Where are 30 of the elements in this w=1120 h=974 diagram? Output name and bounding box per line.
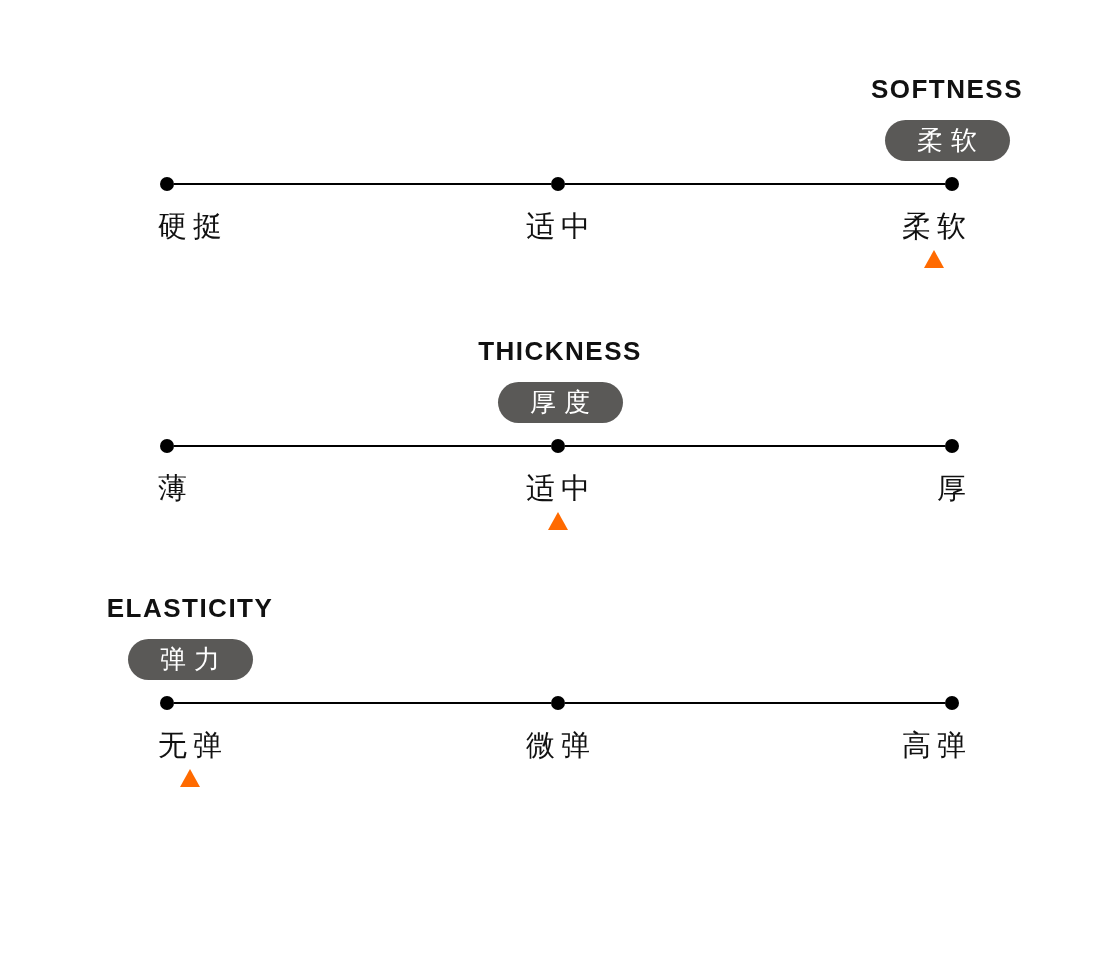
scale-label: 柔软 — [902, 210, 972, 242]
scale-label: 微弹 — [526, 729, 596, 761]
category-tag: 柔软 — [884, 120, 1010, 161]
connector-line — [564, 702, 946, 704]
scale-dot-icon — [945, 177, 959, 191]
scale-dot-icon — [160, 177, 174, 191]
scale-dot-icon — [551, 177, 565, 191]
scale-label: 高弹 — [902, 729, 972, 761]
scale-dot-icon — [945, 439, 959, 453]
connector-line — [173, 445, 552, 447]
scale-dot-icon — [160, 439, 174, 453]
scale-dot-icon — [551, 439, 565, 453]
scale-label: 适中 — [526, 472, 596, 504]
category-tag: 厚度 — [497, 382, 623, 423]
category-tag: 弹力 — [127, 639, 253, 680]
connector-line — [173, 702, 552, 704]
scale-dot-icon — [551, 696, 565, 710]
connector-line — [564, 445, 946, 447]
scale-title: SOFTNESS — [870, 74, 1024, 104]
scale-dot-icon — [945, 696, 959, 710]
scale-label: 硬挺 — [158, 210, 228, 242]
scale-label: 薄 — [158, 472, 193, 504]
scale-label: 适中 — [526, 210, 596, 242]
scale-label: 厚 — [937, 472, 972, 504]
scale-dot-icon — [160, 696, 174, 710]
connector-line — [564, 183, 946, 185]
scale-label: 无弹 — [158, 729, 228, 761]
scale-title: THICKNESS — [478, 336, 642, 366]
connector-line — [173, 183, 552, 185]
scale-title: ELASTICITY — [106, 593, 274, 623]
